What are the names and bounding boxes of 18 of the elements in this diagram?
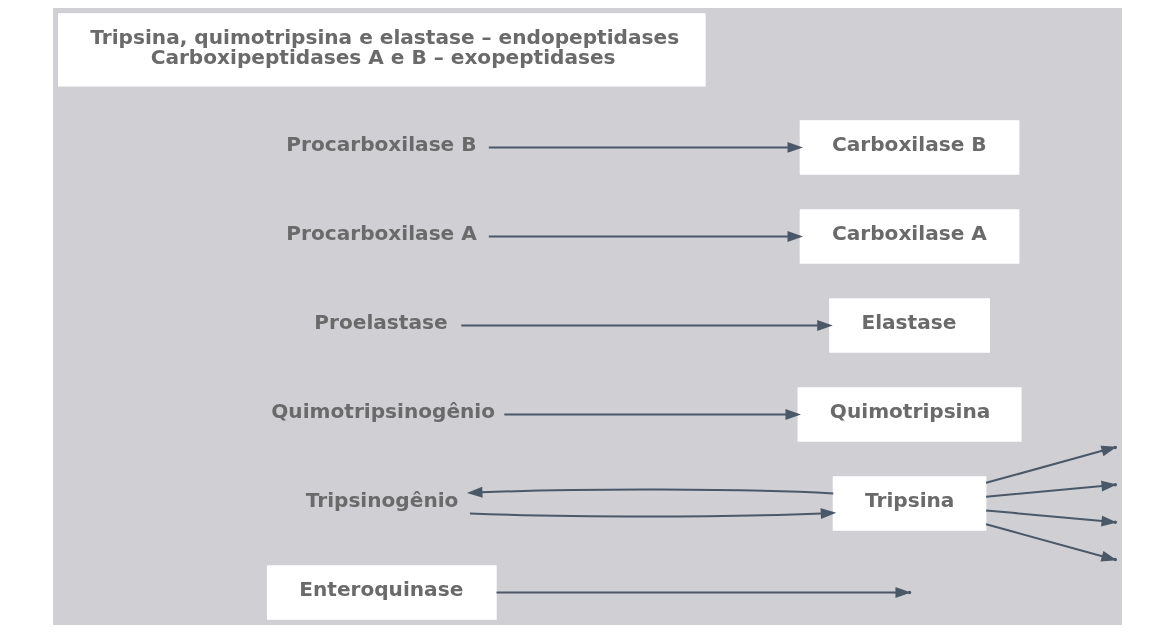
node-box: Tripsina [832,476,986,531]
arrow [469,508,836,519]
node-box: Tripsina, quimotripsina e elastase – endopeptidases Carboxipeptidases A e B – exopeptidases [57,13,706,87]
node-box: Elastase [828,298,990,353]
arrow [466,486,833,498]
node-box: Enteroquinase [266,565,497,620]
node-text: Proelastase [313,310,448,335]
node-text: Procarboxilase A [285,221,477,246]
node-box: Quimotripsina [797,387,1022,442]
arrow [460,320,833,331]
node-box: Carboxilase A [799,209,1019,264]
node-box: Carboxilase B [799,120,1019,175]
arrow [503,409,801,420]
arrow [488,231,803,242]
node-text: Tripsinogênio [305,488,458,513]
node-text: Quimotripsinogênio [270,399,495,424]
node-text: Procarboxilase B [285,132,477,157]
arrow [488,141,803,153]
